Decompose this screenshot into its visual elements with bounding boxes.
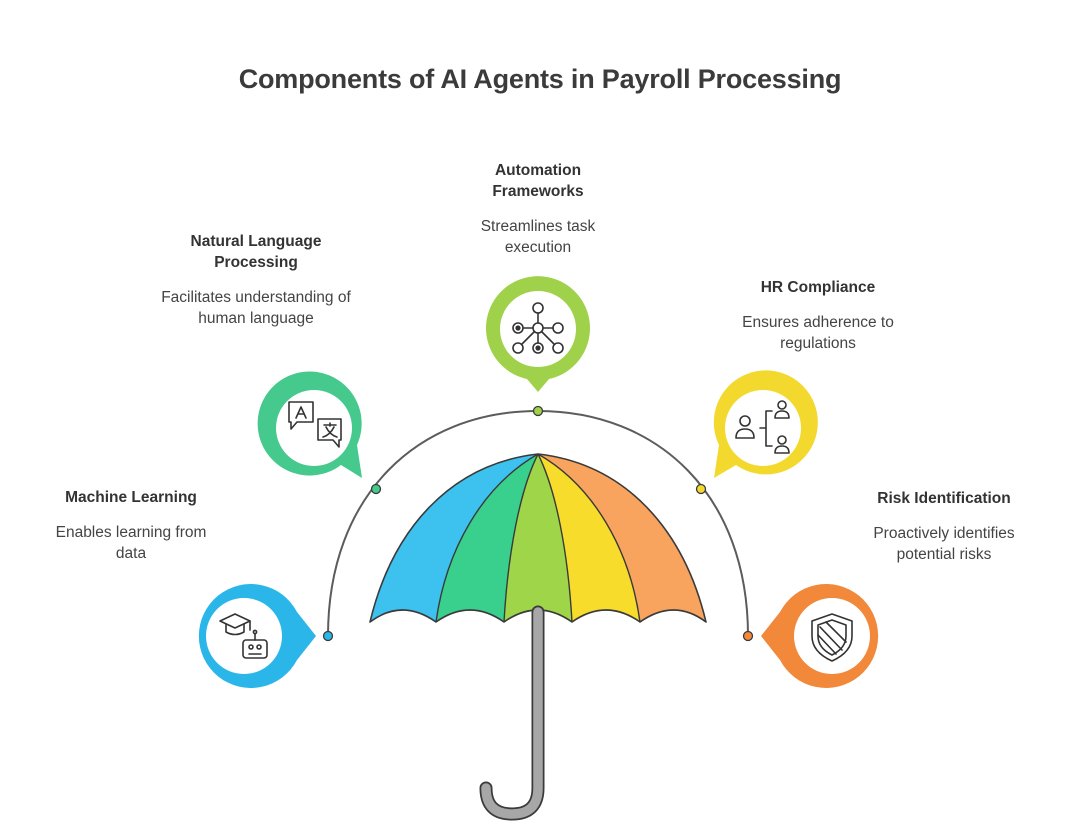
shield-icon	[811, 613, 853, 662]
label-machine-learning: Machine Learning Enables learning from d…	[31, 487, 231, 564]
umbrella-canopy	[369, 453, 707, 623]
canopy-panel-3	[504, 454, 572, 622]
component-description: Ensures adherence to regulations	[742, 314, 894, 352]
component-name: Natural Language Processing	[190, 233, 322, 271]
pin-natural-language-processing	[257, 371, 362, 478]
component-description: Facilitates understanding of human langu…	[161, 289, 351, 327]
label-risk-identification: Risk Identification Proactively identifi…	[834, 488, 1054, 565]
network-nodes-icon	[512, 302, 564, 354]
pin-hr-compliance	[713, 370, 818, 478]
component-description: Streamlines task execution	[480, 218, 596, 256]
canopy-panel-2	[436, 454, 538, 622]
canopy-panel-4	[538, 454, 640, 622]
translate-icon	[288, 401, 342, 448]
component-name: Risk Identification	[877, 490, 1011, 507]
connector-dot-risk	[742, 630, 754, 642]
canopy-panel-5	[538, 454, 706, 622]
component-name: HR Compliance	[760, 279, 876, 296]
pin-machine-learning	[198, 584, 316, 688]
label-natural-language-processing: Natural Language Processing Facilitates …	[146, 231, 366, 329]
connector-dot-hr	[695, 483, 707, 495]
label-hr-compliance: HR Compliance Ensures adherence to regul…	[708, 277, 928, 354]
connector-dot-ml	[322, 630, 334, 642]
component-name: Machine Learning	[65, 489, 197, 506]
canopy-panel-1	[370, 454, 538, 622]
diagram-title: Components of AI Agents in Payroll Proce…	[238, 64, 842, 94]
connector-dot-nlp	[370, 483, 382, 495]
component-description: Enables learning from data	[55, 524, 207, 562]
component-name: Automation Frameworks	[492, 162, 584, 200]
label-automation-frameworks: Automation Frameworks Streamlines task e…	[438, 160, 638, 258]
component-description: Proactively identifies potential risks	[873, 525, 1015, 563]
umbrella-handle	[479, 605, 545, 821]
hierarchy-people-icon	[735, 400, 790, 454]
pin-automation-frameworks	[486, 276, 590, 392]
graduation-robot-icon	[219, 613, 268, 659]
connector-dot-automation	[532, 405, 544, 417]
pin-risk-identification	[761, 584, 879, 689]
